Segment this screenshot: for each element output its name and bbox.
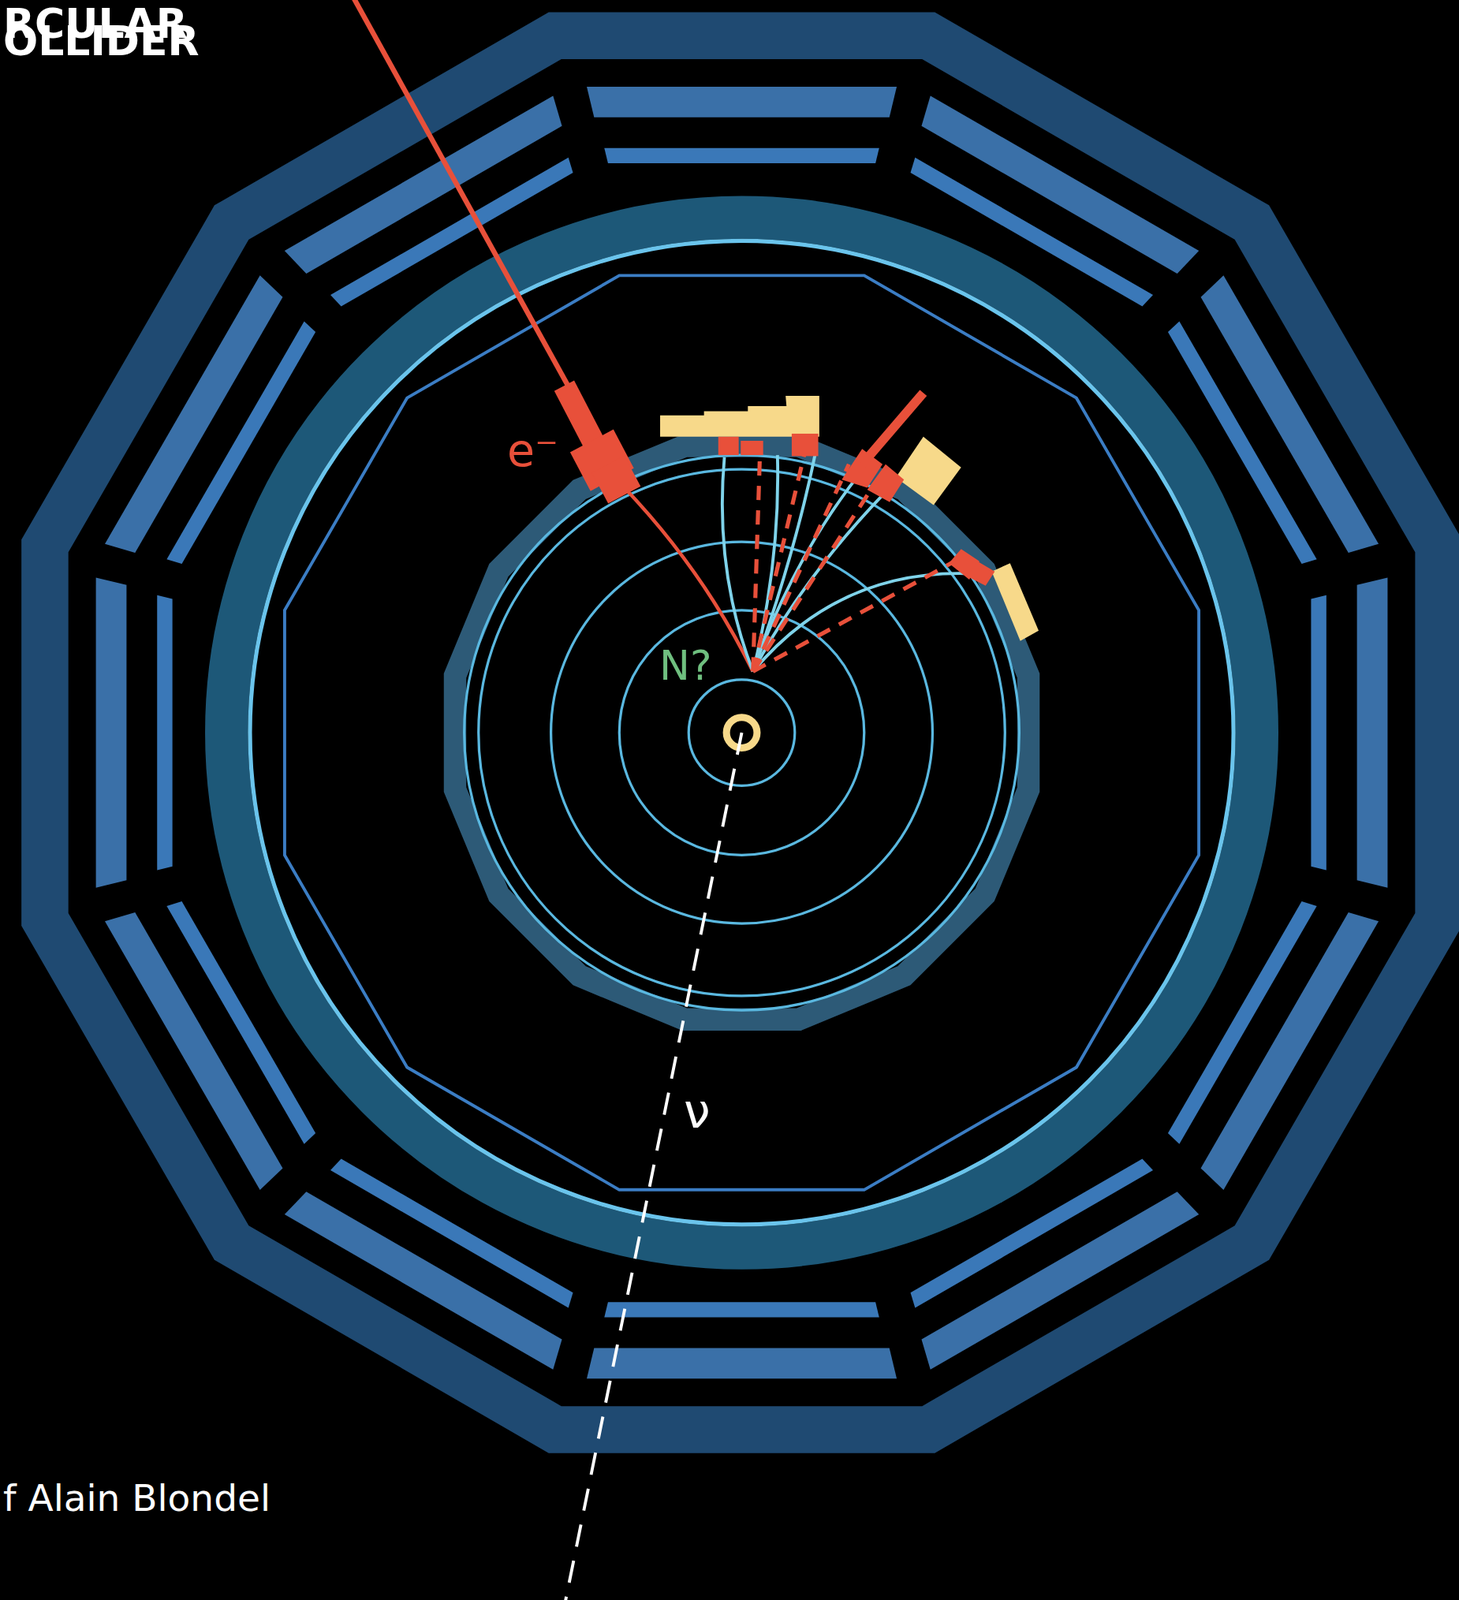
muon-chamber <box>604 1302 880 1318</box>
credit-text: f Alain Blondel <box>3 1479 271 1517</box>
muon-chamber <box>1357 578 1389 889</box>
solenoid-edge <box>250 240 1234 1224</box>
electron-track <box>351 0 753 672</box>
particle-label: ν <box>683 1087 711 1135</box>
muon-chamber <box>156 595 172 871</box>
neutrino-track <box>563 732 742 1600</box>
muon-chamber <box>586 86 897 118</box>
ecal-deposits <box>718 392 996 586</box>
muon-chamber <box>1310 595 1326 871</box>
particle-label: e⁻ <box>507 428 559 474</box>
particle-label: N? <box>659 645 713 687</box>
neutral-tracks <box>753 447 965 672</box>
charged-tracks <box>722 448 965 672</box>
muon-chamber <box>96 578 127 889</box>
muon-chamber <box>604 148 880 164</box>
muon-chamber <box>586 1347 897 1379</box>
logo-text: OLLIDER <box>3 20 200 62</box>
